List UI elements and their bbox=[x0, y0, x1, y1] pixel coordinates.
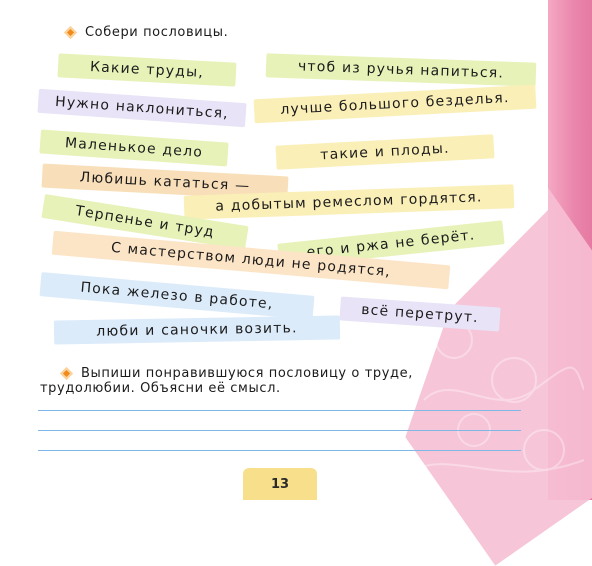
writing-line[interactable] bbox=[38, 430, 521, 431]
lace-ornament bbox=[414, 321, 584, 473]
task-1-text: Собери пословицы. bbox=[85, 25, 229, 40]
task-2-text-line1: Выпиши понравившуюся пословицу о труде, bbox=[81, 366, 413, 381]
task-1-instruction: Собери пословицы. bbox=[64, 25, 229, 40]
orange-diamond-icon bbox=[64, 26, 77, 39]
orange-diamond-icon bbox=[60, 367, 73, 380]
strip-lyubi-i-sanochki[interactable]: люби и саночки возить. bbox=[53, 315, 341, 345]
writing-line[interactable] bbox=[38, 410, 521, 411]
page-number-badge: 13 bbox=[243, 468, 317, 500]
page-number: 13 bbox=[270, 476, 290, 492]
writing-line[interactable] bbox=[38, 450, 521, 451]
task-2-instruction: Выпиши понравившуюся пословицу о труде, … bbox=[40, 366, 530, 396]
task-2-text-line2: трудолюбии. Объясни её смысл. bbox=[40, 381, 281, 396]
